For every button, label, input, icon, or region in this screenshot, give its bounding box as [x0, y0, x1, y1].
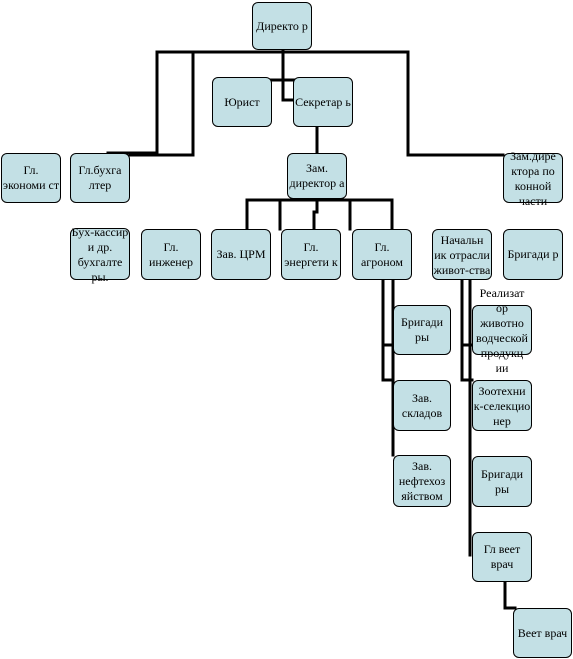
node-director-label: Директо р [256, 18, 308, 33]
node-zootechnician-label: Зоотехни к-селекцио нер [473, 383, 531, 428]
node-chief-engineer[interactable]: Гл. инженер [141, 229, 201, 280]
node-director[interactable]: Директо р [252, 2, 312, 50]
node-deputy-director[interactable]: Зам. директор а [287, 153, 347, 199]
node-sales-livestock-label: Реализат ор животно водческой продукц ии [476, 285, 528, 375]
node-vet[interactable]: Веет врач [513, 608, 572, 658]
node-lawyer[interactable]: Юрист [212, 77, 272, 127]
node-head-warehouses-label: Зав. складов [401, 390, 443, 420]
node-deputy-director-label: Зам. директор а [289, 161, 345, 190]
node-zootechnician[interactable]: Зоотехни к-селекцио нер [472, 380, 532, 431]
node-head-oil[interactable]: Зав. нефтехоз яйством [393, 455, 451, 507]
node-chief-engineer-label: Гл. инженер [148, 239, 194, 269]
node-brigadiers-livestock[interactable]: Бригади ры [472, 456, 532, 507]
node-brigadiers-agro-label: Бригади ры [400, 315, 444, 344]
node-chief-vet-label: Гл веет врач [483, 542, 521, 571]
node-head-oil-label: Зав. нефтехоз яйством [398, 458, 446, 503]
node-chief-economist[interactable]: Гл. экономи ст [1, 153, 61, 203]
node-cashier-label: Бух-кассир и др. бухгалте ры. [71, 224, 129, 284]
node-secretary[interactable]: Секретар ь [293, 77, 353, 127]
node-chief-accountant-label: Гл.бухга лтер [78, 163, 122, 192]
node-deputy-horse[interactable]: Зам.дире ктора по конной части [503, 149, 563, 208]
node-chief-agronomist[interactable]: Гл. агроном [352, 229, 412, 280]
node-deputy-horse-label: Зам.дире ктора по конной части [510, 148, 556, 208]
node-brigadiers-horse[interactable]: Бригади р [503, 229, 563, 280]
node-brigadiers-livestock-label: Бригади ры [480, 466, 524, 496]
node-chief-vet[interactable]: Гл веет врач [472, 532, 532, 582]
node-chief-energy-label: Гл. энергети к [284, 239, 338, 269]
node-chief-accountant[interactable]: Гл.бухга лтер [70, 153, 130, 203]
node-head-warehouses[interactable]: Зав. складов [393, 380, 451, 431]
node-head-crm-label: Зав. ЦРМ [216, 247, 266, 261]
node-lawyer-label: Юрист [224, 94, 260, 109]
node-sales-livestock[interactable]: Реализат ор животно водческой продукц ии [472, 286, 532, 375]
node-chief-agronomist-label: Гл. агроном [360, 239, 404, 269]
node-head-crm[interactable]: Зав. ЦРМ [211, 229, 271, 280]
node-vet-label: Веет врач [517, 625, 568, 640]
node-chief-economist-label: Гл. экономи ст [2, 163, 60, 192]
node-cashier[interactable]: Бух-кассир и др. бухгалте ры. [70, 225, 130, 284]
node-brigadiers-horse-label: Бригади р [507, 247, 559, 261]
node-secretary-label: Секретар ь [295, 94, 351, 109]
node-chief-energy[interactable]: Гл. энергети к [281, 229, 341, 280]
node-brigadiers-agro[interactable]: Бригади ры [393, 305, 451, 355]
node-head-livestock-label: Начальн ик отрасли живот-ства [433, 232, 491, 277]
node-head-livestock[interactable]: Начальн ик отрасли живот-ства [432, 229, 492, 280]
